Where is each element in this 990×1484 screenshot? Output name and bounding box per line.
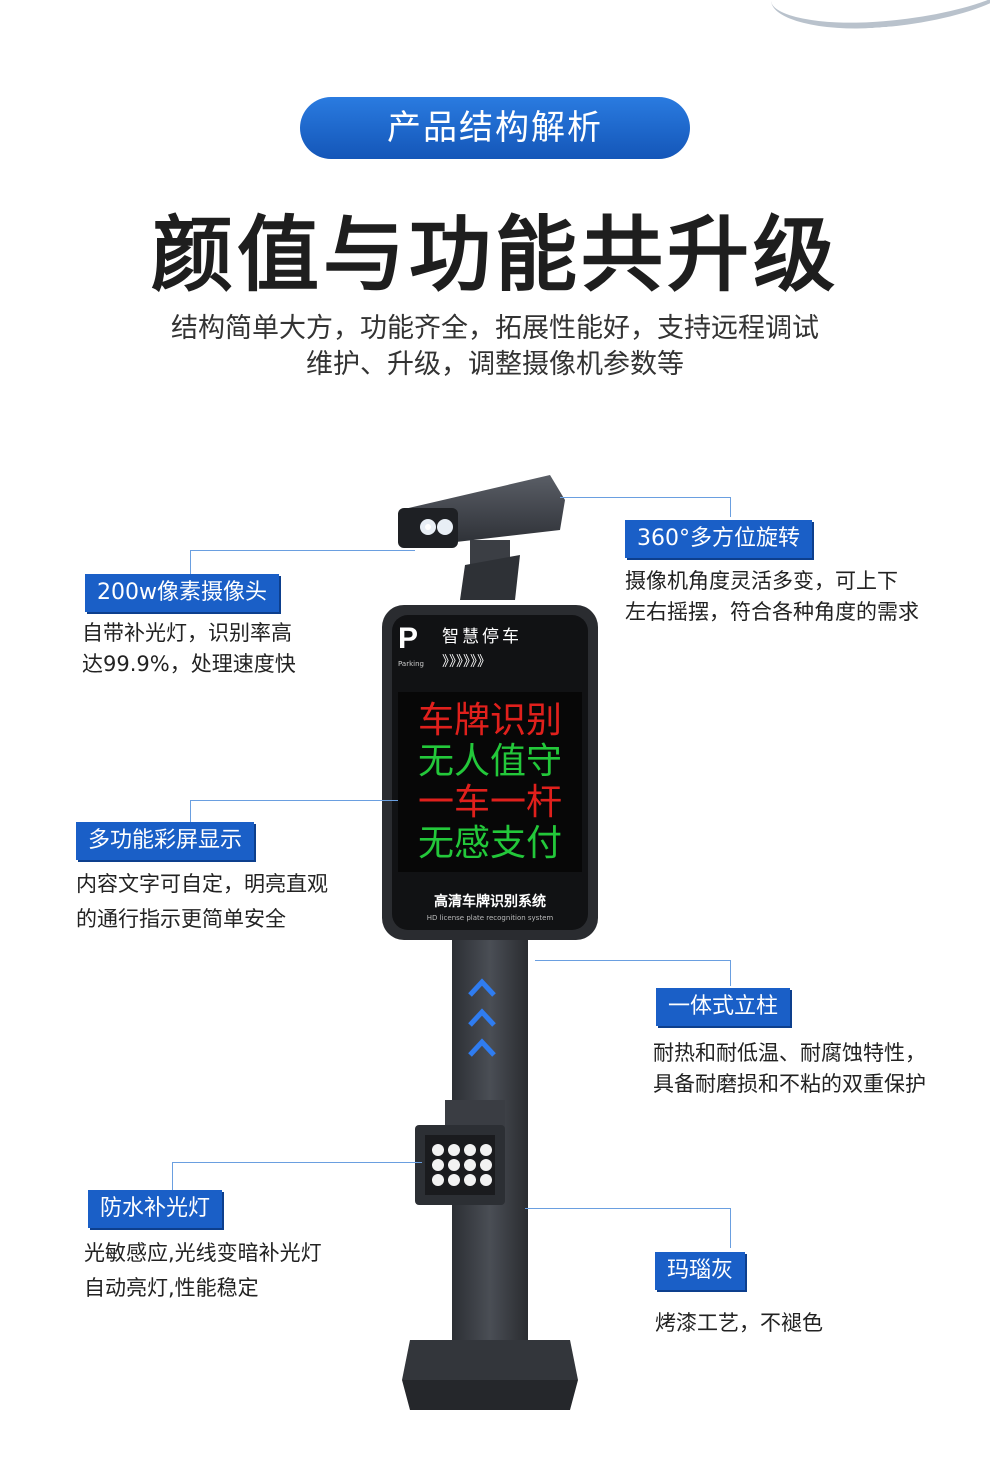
connector bbox=[190, 800, 398, 801]
feature-desc-pole-2: 具备耐磨损和不粘的双重保护 bbox=[653, 1072, 926, 1096]
brand-letter: P bbox=[398, 622, 418, 655]
screen-footer-en: HD license plate recognition system bbox=[427, 914, 554, 922]
display-box: P 智慧停车 Parking 》》》》》》 车牌识别 无人值守 一车一杆 无感支… bbox=[382, 605, 598, 940]
parking-terminal-illustration: P 智慧停车 Parking 》》》》》》 车牌识别 无人值守 一车一杆 无感支… bbox=[382, 475, 598, 1410]
feature-desc-fill-light-1: 光敏感应,光线变暗补光灯 bbox=[84, 1241, 322, 1265]
camera-unit bbox=[398, 475, 565, 600]
connector bbox=[172, 1162, 422, 1163]
feature-desc-fill-light-2: 自动亮灯,性能稳定 bbox=[84, 1276, 259, 1300]
subtitle-line-1: 结构简单大方，功能齐全，拓展性能好，支持远程调试 bbox=[171, 313, 819, 344]
connector bbox=[560, 497, 730, 498]
section-badge: 产品结构解析 bbox=[300, 97, 690, 159]
subtitle-line-2: 维护、升级，调整摄像机参数等 bbox=[306, 349, 684, 380]
screen-line-3: 一车一杆 bbox=[418, 782, 562, 823]
feature-desc-rotation-1: 摄像机角度灵活多变，可上下 bbox=[625, 569, 898, 593]
screen-line-1: 车牌识别 bbox=[418, 700, 562, 741]
feature-label-display: 多功能彩屏显示 bbox=[76, 822, 255, 860]
feature-desc-color-1: 烤漆工艺，不褪色 bbox=[655, 1311, 823, 1335]
connector bbox=[190, 550, 415, 551]
feature-desc-camera-1: 自带补光灯，识别率高 bbox=[82, 621, 292, 645]
feature-label-fill-light: 防水补光灯 bbox=[88, 1190, 223, 1228]
pole bbox=[402, 940, 578, 1410]
connector bbox=[525, 1208, 730, 1209]
connector bbox=[730, 1208, 731, 1248]
feature-label-camera: 200w像素摄像头 bbox=[85, 574, 279, 612]
feature-desc-display-2: 的通行指示更简单安全 bbox=[76, 907, 286, 931]
headline: 颜值与功能共升级 bbox=[150, 208, 839, 303]
brand-arrows: 》》》》》》 bbox=[442, 654, 491, 670]
connector bbox=[730, 497, 731, 517]
screen-line-4: 无感支付 bbox=[418, 823, 562, 864]
feature-desc-rotation-2: 左右摇摆，符合各种角度的需求 bbox=[625, 600, 919, 624]
feature-desc-display-1: 内容文字可自定，明亮直观 bbox=[76, 872, 328, 896]
connector bbox=[535, 960, 730, 961]
feature-label-color: 玛瑙灰 bbox=[655, 1252, 746, 1290]
feature-label-pole: 一体式立柱 bbox=[656, 988, 791, 1026]
connector bbox=[190, 550, 191, 586]
brand-title: 智慧停车 bbox=[442, 627, 522, 647]
feature-desc-camera-2: 达99.9%，处理速度快 bbox=[82, 652, 296, 676]
feature-label-rotation: 360°多方位旋转 bbox=[625, 520, 812, 558]
corner-decoration bbox=[767, 0, 990, 35]
screen-line-2: 无人值守 bbox=[418, 741, 562, 782]
screen-footer-cn: 高清车牌识别系统 bbox=[434, 893, 546, 910]
brand-small: Parking bbox=[398, 660, 424, 668]
connector bbox=[730, 960, 731, 986]
connector bbox=[172, 1162, 173, 1190]
feature-desc-pole-1: 耐热和耐低温、耐腐蚀特性， bbox=[653, 1041, 926, 1065]
connector bbox=[190, 800, 191, 822]
